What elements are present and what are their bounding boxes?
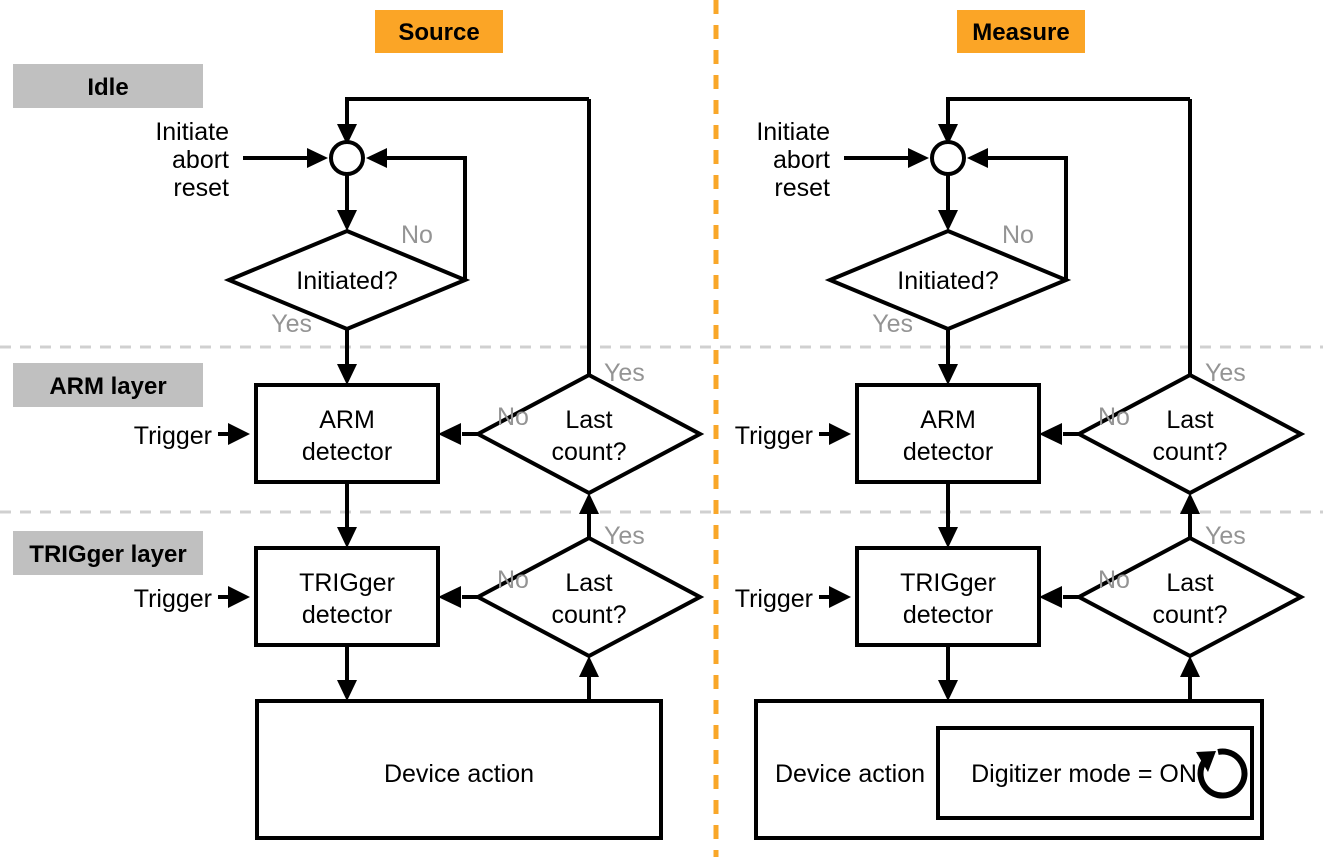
source-trig-last-count-diamond bbox=[473, 535, 705, 659]
source-initiated-no-arrowhead bbox=[366, 148, 387, 168]
measure-initiated-no-arrowhead bbox=[967, 148, 988, 168]
source-initiate-input-arrowhead bbox=[307, 148, 328, 168]
layer-band-trigger bbox=[13, 531, 203, 575]
source-initiated-yes-arrowhead bbox=[337, 364, 357, 385]
measure-return-loop-top bbox=[946, 97, 1190, 128]
source-device-action-box bbox=[255, 699, 663, 840]
measure-trig-last-count-diamond bbox=[1074, 535, 1306, 659]
source-trig-trigger-arrowhead bbox=[228, 586, 250, 608]
measure-junction-to-initiated-arrowhead bbox=[938, 210, 958, 231]
header-band-measure bbox=[957, 10, 1085, 53]
measure-initiated-diamond bbox=[824, 228, 1072, 332]
measure-initiate-input-arrowhead bbox=[908, 148, 929, 168]
layer-band-idle bbox=[13, 64, 203, 108]
source-arm-last-no-arrowhead bbox=[438, 423, 461, 445]
source-trig-to-device-arrowhead bbox=[337, 680, 357, 701]
measure-trig-last-no-arrowhead bbox=[1039, 586, 1062, 608]
measure-junction-circle bbox=[930, 140, 966, 176]
source-return-loop-top bbox=[345, 97, 589, 128]
measure-initiated-yes-arrowhead bbox=[938, 364, 958, 385]
source-junction-circle bbox=[329, 140, 365, 176]
measure-initiated-no-path bbox=[987, 156, 1068, 280]
measure-arm-to-trig-arrowhead bbox=[938, 527, 958, 548]
source-arm-detector-box bbox=[254, 383, 440, 484]
measure-trig-to-device-arrowhead bbox=[938, 680, 958, 701]
source-trig-last-no-arrowhead bbox=[438, 586, 461, 608]
source-junction-to-initiated-arrowhead bbox=[337, 210, 357, 231]
measure-trig-detector-box bbox=[855, 546, 1041, 647]
layer-band-arm bbox=[13, 363, 203, 407]
header-band-source bbox=[375, 10, 503, 53]
loop-arrow-icon bbox=[1196, 748, 1248, 799]
measure-return-loop-arrowhead bbox=[938, 124, 958, 145]
source-arm-to-trig-arrowhead bbox=[337, 527, 357, 548]
source-trig-detector-box bbox=[254, 546, 440, 647]
source-trig-last-yes-arrowhead bbox=[579, 493, 599, 514]
measure-arm-detector-box bbox=[855, 383, 1041, 484]
source-device-to-trig-last-arrowhead bbox=[579, 656, 599, 677]
measure-trig-trigger-arrowhead bbox=[829, 586, 851, 608]
measure-trig-last-yes-arrowhead bbox=[1180, 493, 1200, 514]
source-initiated-no-path bbox=[386, 156, 467, 280]
source-initiated-diamond bbox=[223, 228, 471, 332]
source-arm-last-count-diamond bbox=[473, 372, 705, 496]
source-return-loop-arrowhead bbox=[337, 124, 357, 145]
source-arm-trigger-arrowhead bbox=[228, 423, 250, 445]
digitizer-mode-box bbox=[936, 726, 1254, 820]
measure-arm-trigger-arrowhead bbox=[829, 423, 851, 445]
measure-device-to-trig-last-arrowhead bbox=[1180, 656, 1200, 677]
measure-arm-last-no-arrowhead bbox=[1039, 423, 1062, 445]
measure-arm-last-count-diamond bbox=[1074, 372, 1306, 496]
